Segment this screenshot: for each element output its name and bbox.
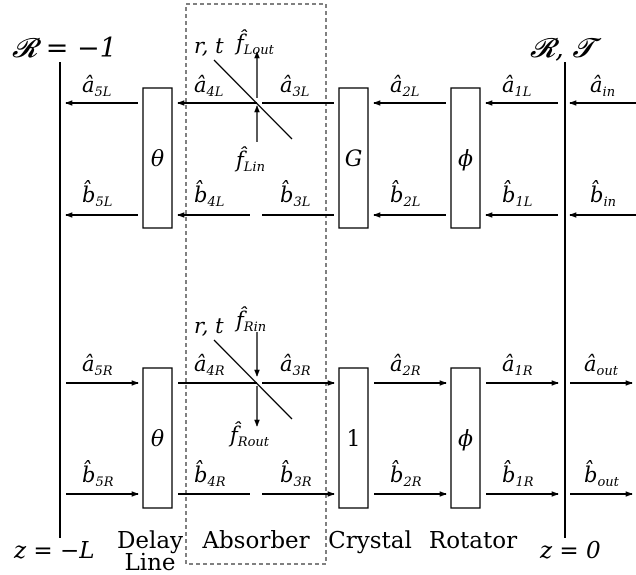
left-mirror-label: 𝓡 = −1 xyxy=(12,33,117,64)
absorber-rt-bottom: r, t xyxy=(194,314,224,338)
mode-label-a3L: â3L xyxy=(280,73,309,100)
crystal-gain-symbol: G xyxy=(345,147,363,172)
mode-label-b1R: b̂1R xyxy=(502,460,534,490)
mode-label-b2L: b̂2L xyxy=(390,180,420,210)
crystal-unity-symbol: 1 xyxy=(347,427,361,452)
mode-label-b1L: b̂1L xyxy=(502,180,532,210)
mode-label-a3R: â3R xyxy=(280,352,311,379)
rotator-symbol-top: ϕ xyxy=(458,147,473,172)
left-position-label: z = −L xyxy=(13,538,95,564)
noise-label-left-in: f̂Lin xyxy=(234,147,265,175)
rotator-caption: Rotator xyxy=(429,528,517,554)
delay-symbol-top: θ xyxy=(151,147,164,172)
noise-label-left-out: f̂Lout xyxy=(234,30,275,58)
mode-label-b5L: b̂5L xyxy=(82,180,112,210)
mode-label-bout: b̂out xyxy=(584,460,620,490)
mode-label-b3L: b̂3L xyxy=(280,180,310,210)
absorber-rt-top: r, t xyxy=(194,34,224,58)
right-position-label: z = 0 xyxy=(539,538,601,564)
delay-symbol-bottom: θ xyxy=(151,427,164,452)
absorber-caption: Absorber xyxy=(201,528,309,554)
delay-line-box-top xyxy=(142,87,173,229)
mode-label-b5R: b̂5R xyxy=(82,460,114,490)
delay-caption-line2: Line xyxy=(124,550,175,575)
rotator-box-top xyxy=(450,87,481,229)
mode-label-a4R: â4R xyxy=(194,352,225,379)
delay-line-box-bottom xyxy=(142,367,173,509)
delay-caption-line1: Delay xyxy=(117,528,183,554)
noise-label-right-out: f̂Rout xyxy=(228,422,270,450)
crystal-caption: Crystal xyxy=(328,528,412,554)
mode-label-b4L: b̂4L xyxy=(194,180,224,210)
mode-label-b2R: b̂2R xyxy=(390,460,422,490)
mode-label-a2L: â2L xyxy=(390,73,419,100)
right-mirror-label: 𝓡, 𝓣 xyxy=(530,33,602,64)
mode-label-a1L: â1L xyxy=(502,73,531,100)
mode-label-a2R: â2R xyxy=(390,352,421,379)
mode-label-aout: âout xyxy=(584,352,619,379)
absorber-splitter-top xyxy=(213,59,293,140)
rotator-box-bottom xyxy=(450,367,481,509)
mode-label-a5L: â5L xyxy=(82,73,111,100)
mode-label-b3R: b̂3R xyxy=(280,460,312,490)
absorber-box xyxy=(185,3,327,565)
rotator-symbol-bottom: ϕ xyxy=(458,427,473,452)
mode-label-b4R: b̂4R xyxy=(194,460,226,490)
mode-label-ain: âin xyxy=(590,73,615,100)
noise-label-right-in: f̂Rin xyxy=(234,307,266,335)
crystal-box-bottom xyxy=(338,367,369,509)
mode-label-bin: b̂in xyxy=(590,180,616,210)
crystal-box-top xyxy=(338,87,369,229)
mode-label-a4L: â4L xyxy=(194,73,223,100)
absorber-splitter-bottom xyxy=(213,339,293,420)
mode-label-a1R: â1R xyxy=(502,352,533,379)
mode-label-a5R: â5R xyxy=(82,352,113,379)
